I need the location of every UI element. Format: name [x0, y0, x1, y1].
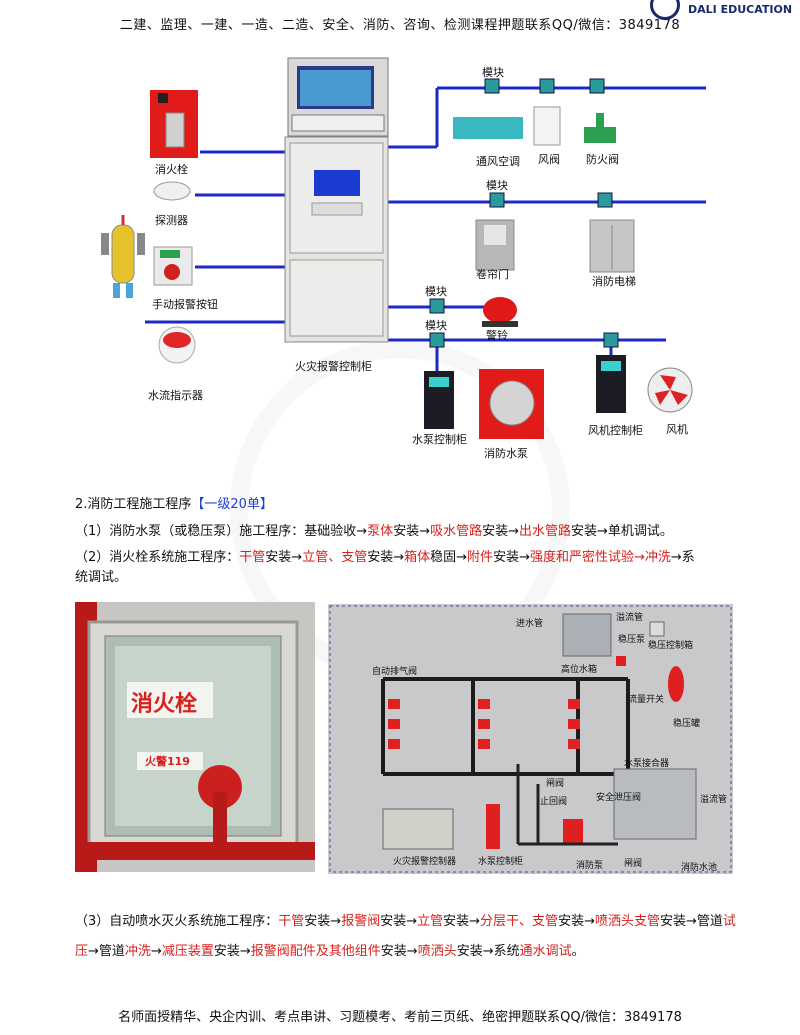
- hydrant-cabinet-photo: 消火栓 火警119: [75, 602, 315, 872]
- label-bell: 警铃: [486, 329, 508, 342]
- water-system-diagram: 进水管 溢流管 稳压泵 稳压控制箱 自动排气阀 高位水箱 流量开关 稳压罐 水泵…: [328, 604, 733, 874]
- label-high-tank: 高位水箱: [561, 665, 598, 675]
- label-booster-pump: 稳压泵: [618, 635, 646, 645]
- label-relief-valve: 安全泄压阀: [596, 793, 642, 803]
- fire-pool-icon: [613, 768, 697, 840]
- label-damper: 风阀: [538, 153, 560, 166]
- label-module: 模块: [425, 285, 447, 298]
- label-module: 模块: [482, 66, 504, 79]
- label-auto-vent: 自动排气阀: [372, 667, 418, 677]
- fire-alarm-system-diagram: 消火栓 探测器 手动报警按钮 水流指示器 火灾报警控制柜 模块 模块 模块 模块…: [0, 55, 800, 475]
- label-module: 模块: [425, 319, 447, 332]
- label-inlet-pipe: 进水管: [516, 619, 544, 629]
- label-surge-tank: 稳压罐: [673, 719, 701, 729]
- hydrant-sign-text: 消火栓: [131, 692, 198, 717]
- label-alarm-controller: 火灾报警控制器: [393, 857, 457, 867]
- damper-icon: [533, 106, 561, 146]
- logo-ring-icon: [650, 0, 680, 20]
- label-booster-box: 稳压控制箱: [648, 641, 694, 651]
- water-system-svg: [329, 605, 732, 873]
- fire-damper-icon: [584, 127, 616, 143]
- page-header: 二建、监理、一建、一造、二造、安全、消防、咨询、检测课程押题联系QQ/微信：38…: [119, 18, 681, 33]
- hydrant-cabinet-svg: [75, 602, 315, 872]
- diagram-svg: [101, 57, 706, 439]
- paragraph-sprinkler: （3）自动喷水灭火系统施工程序：干管安装→报警阀安装→立管安装→分层干、支管安装…: [75, 914, 736, 959]
- label-pump-adapter: 水泵接合器: [624, 759, 670, 769]
- label-fire-pump: 消防水泵: [484, 447, 528, 460]
- label-overflow-pipe-2: 溢流管: [700, 795, 728, 805]
- label-fire-pump: 消防泵: [576, 861, 604, 871]
- label-ventilation: 通风空调: [476, 155, 520, 168]
- label-gate-valve: 闸阀: [546, 779, 565, 789]
- label-pump-controller: 水泵控制柜: [478, 857, 524, 867]
- ventilation-icon: [453, 117, 523, 139]
- sprinkler-figure-icon: [101, 215, 145, 298]
- label-alarm-panel: 火灾报警控制柜: [295, 360, 372, 373]
- section-title: 2.消防工程施工程序: [75, 497, 192, 512]
- label-fan: 风机: [666, 423, 688, 436]
- label-flow-indicator: 水流指示器: [148, 389, 203, 402]
- bell-icon: [483, 297, 517, 323]
- logo-text: DALI EDUCATION: [688, 3, 793, 16]
- label-gate-valve-2: 闸阀: [624, 859, 643, 869]
- label-hydrant: 消火栓: [155, 163, 188, 176]
- brand-logo: DALI EDUCATION: [650, 0, 800, 22]
- label-module: 模块: [486, 179, 508, 192]
- alarm-controller-icon: [382, 808, 454, 850]
- section-tag: 【一级20单】: [191, 497, 273, 512]
- page-footer: 名师面授精华、央企内训、考点串讲、习题模考、考前三页纸、绝密押题联系QQ/微信：…: [118, 1010, 682, 1025]
- label-detector: 探测器: [155, 214, 188, 227]
- detector-icon: [153, 181, 191, 201]
- paragraph-pump: （1）消防水泵（或稳压泵）施工程序：基础验收→泵体安装→吸水管路安装→出水管路安…: [75, 524, 673, 539]
- label-manual-alarm: 手动报警按钮: [152, 298, 218, 311]
- label-fan-cabinet: 风机控制柜: [588, 424, 643, 437]
- high-tank-icon: [562, 613, 612, 657]
- module-icons: [429, 78, 619, 348]
- label-shutter: 卷帘门: [476, 268, 509, 281]
- label-overflow-pipe: 溢流管: [616, 613, 644, 623]
- label-pump-cabinet: 水泵控制柜: [412, 433, 467, 446]
- label-fire-damper: 防火阀: [586, 153, 619, 166]
- hydrant-sub-text: 火警119: [145, 755, 190, 768]
- label-flow-switch: 流量开关: [628, 695, 665, 705]
- paragraph-hydrant: （2）消火栓系统施工程序：干管安装→立管、支管安装→箱体稳固→附件安装→强度和严…: [75, 550, 695, 585]
- section-2-heading: 2.消防工程施工程序【一级20单】: [75, 495, 273, 515]
- label-fire-pool: 消防水池: [681, 863, 718, 873]
- label-elevator: 消防电梯: [592, 275, 636, 288]
- label-check-valve: 止回阀: [540, 797, 568, 807]
